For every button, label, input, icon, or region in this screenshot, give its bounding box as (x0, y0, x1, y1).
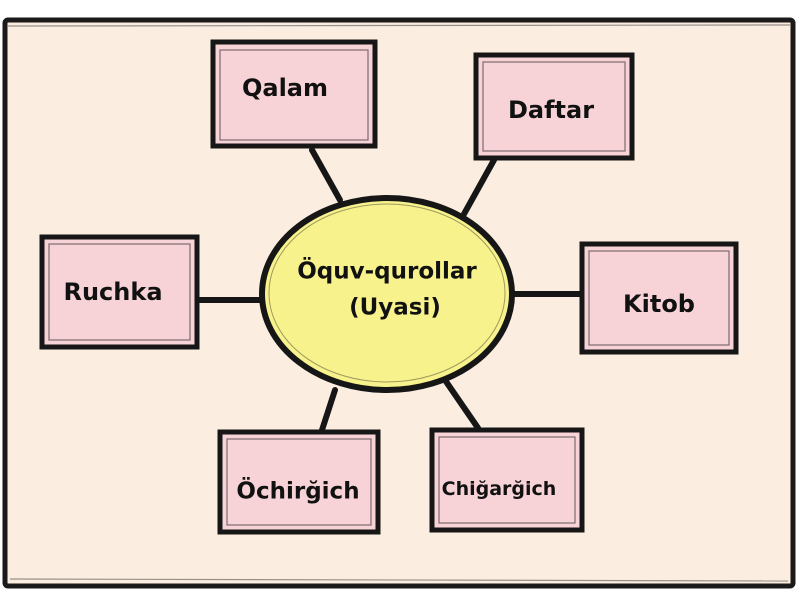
card-top-sketch-line (7, 24, 791, 27)
center-title-line2: (Uyasi) (349, 294, 441, 321)
connector-chigargich (442, 377, 481, 431)
connector-qalam (309, 147, 343, 203)
box-chigargich (429, 427, 585, 533)
center-title-line1: Öquv-qurollar (297, 258, 477, 285)
connector-daftar (461, 157, 497, 217)
box-daftar (473, 52, 635, 161)
node-label-ochirgich: Öchirğich (236, 478, 360, 505)
box-kitob (579, 241, 739, 355)
box-ochirgich (217, 429, 381, 535)
node-label-kitob: Kitob (623, 290, 695, 318)
box-qalam (210, 39, 378, 149)
node-label-chigargich: Chiğarğich (441, 478, 557, 501)
card-bottom-sketch-line (9, 578, 789, 582)
node-label-qalam: Qalam (241, 74, 329, 102)
node-label-ruchka: Ruchka (63, 278, 163, 306)
connector-ochirgich (319, 387, 338, 433)
box-ruchka (39, 234, 200, 350)
node-label-daftar: Daftar (507, 96, 595, 124)
center-node (259, 195, 515, 393)
